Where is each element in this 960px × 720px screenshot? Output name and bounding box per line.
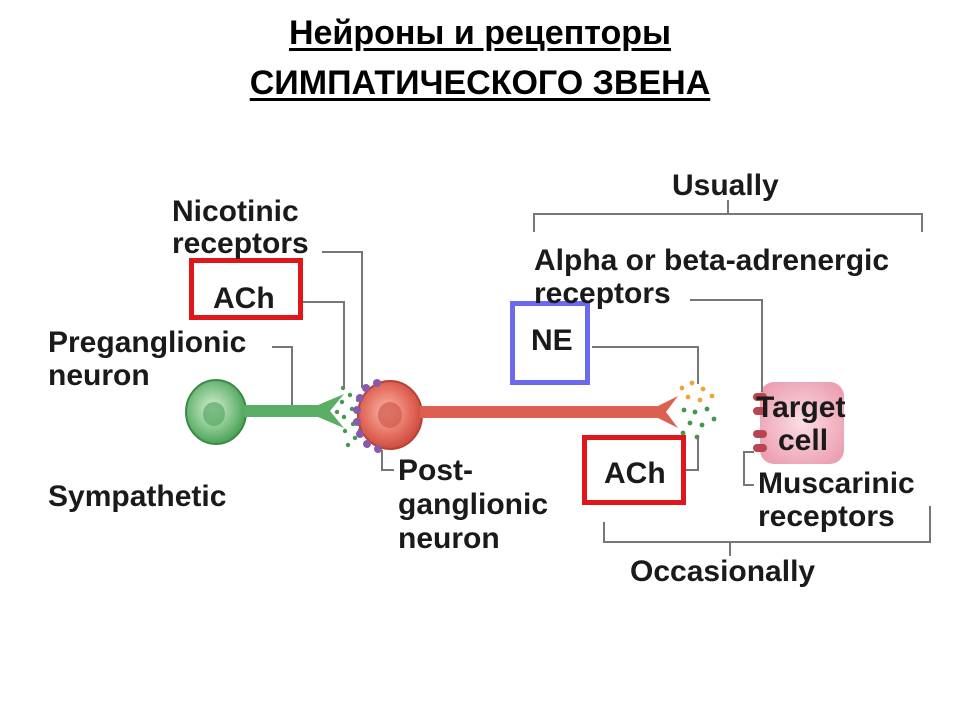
ach-highlight-box-ganglion — [189, 258, 303, 320]
ach-label-ganglion: ACh — [213, 282, 275, 315]
leader-lines — [272, 251, 763, 486]
muscarinic-label-line-2: receptors — [758, 500, 895, 533]
ne-highlight-box — [510, 301, 590, 385]
sympathetic-label: Sympathetic — [48, 480, 227, 513]
nicotinic-receptor-markers — [353, 379, 382, 453]
muscarinic-label-line-1: Muscarinic — [758, 467, 915, 500]
title-line-2: СИМПАТИЧЕСКОГО ЗВЕНА — [249, 64, 711, 102]
target-cell — [753, 382, 844, 464]
ne-label: NE — [531, 324, 573, 357]
occasionally-label: Occasionally — [630, 555, 816, 588]
adrenergic-label-line-2: receptors — [534, 277, 671, 310]
usually-label: Usually — [672, 169, 779, 202]
preganglionic-label-line-2: neuron — [48, 359, 150, 392]
target-cell-label-line-1: Target — [756, 391, 846, 424]
nicotinic-label-line-2: receptors — [172, 227, 309, 260]
brackets — [533, 200, 931, 556]
nicotinic-label-line-1: Nicotinic — [172, 195, 299, 228]
postganglionic-label-line-1: Post- — [398, 454, 473, 487]
adrenergic-label-line-1: Alpha or beta-adrenergic — [534, 244, 890, 277]
postganglionic-label-line-3: neuron — [398, 522, 500, 555]
postganglionic-neuron — [357, 380, 678, 450]
target-cell-label-line-2: cell — [778, 424, 829, 457]
preganglionic-neuron — [185, 379, 344, 445]
postganglionic-label-line-2: ganglionic — [398, 488, 548, 521]
ach-label-target: ACh — [604, 457, 666, 490]
preganglionic-label-line-1: Preganglionic — [48, 326, 247, 359]
title-line-1: Нейроны и рецепторы — [288, 14, 672, 52]
ach-highlight-box-target — [582, 435, 686, 505]
ne-vesicles-target — [679, 380, 717, 440]
